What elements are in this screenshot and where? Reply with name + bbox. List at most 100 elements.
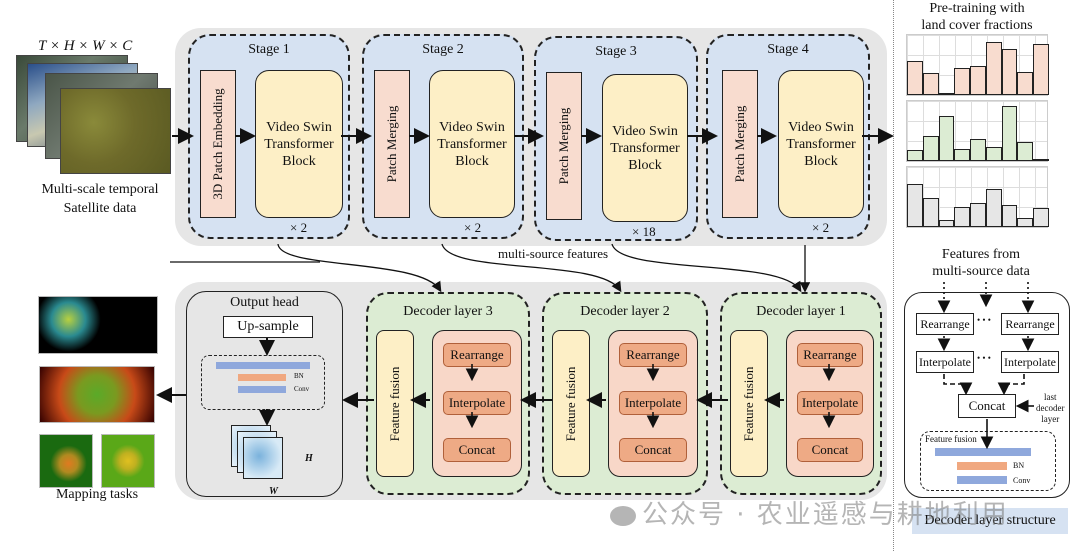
concat-op: Concat (619, 438, 687, 462)
fraction-bar (1001, 49, 1018, 95)
repeat-count: × 18 (632, 224, 656, 239)
fraction-bar (970, 65, 986, 95)
fraction-bar (938, 219, 955, 227)
satellite-frame (60, 88, 171, 174)
width-label: W (269, 486, 278, 497)
mapping-image (101, 434, 155, 488)
output-map (243, 437, 283, 479)
feature-fusion-block: Feature fusion BN Conv (920, 431, 1056, 491)
decoder-layer-1: Decoder layer 1 Feature fusion Rearrange… (720, 292, 882, 495)
section-divider (893, 0, 894, 551)
input-caption-line2: Satellite data (63, 201, 137, 216)
fraction-bar (938, 116, 955, 161)
mapping-image (39, 366, 155, 423)
fraction-bar (1033, 159, 1049, 161)
upsample-box: Up-sample (223, 316, 313, 338)
concat-op: Concat (797, 438, 863, 462)
decoder-structure-header-line2: multi-source data (932, 264, 1030, 279)
fraction-bar (1033, 43, 1049, 95)
fraction-bar (970, 203, 986, 227)
conv-label: Conv (1013, 476, 1031, 485)
decoder-layer-title: Decoder layer 2 (580, 304, 670, 319)
stage-title: Stage 1 (248, 42, 290, 57)
fraction-bar (1017, 217, 1034, 227)
watermark: 公众号 · 农业遥感与耕地利用 (610, 494, 1009, 531)
pretraining-title-line2: land cover fractions (921, 18, 1033, 33)
repeat-count: × 2 (290, 220, 308, 235)
decoder-structure-box (904, 292, 1070, 498)
fraction-bar (985, 146, 1002, 161)
interpolate-box-right: Interpolate (1001, 351, 1059, 373)
fraction-bar (907, 60, 923, 95)
feature-fusion-box: Feature fusion (552, 330, 590, 477)
fraction-bar (922, 197, 939, 227)
ops-group: Rearrange Interpolate Concat (432, 330, 522, 477)
patch-merging-box: Patch Merging (546, 72, 582, 220)
interpolate-op: Interpolate (797, 391, 863, 415)
stage-title: Stage 3 (595, 44, 637, 59)
multi-source-features-label: multi-source features (498, 246, 609, 261)
interpolate-to-concat (943, 374, 973, 396)
decoder-structure-header-line1: Features from (941, 247, 1021, 262)
fraction-chart (906, 34, 1049, 96)
mapping-caption: Mapping tasks (55, 487, 139, 502)
mapping-image (39, 434, 93, 488)
decoder-layer-3: Decoder layer 3 Feature fusion Rearrange… (366, 292, 530, 495)
ops-group: Rearrange Interpolate Concat (786, 330, 874, 477)
decoder-layer-2: Decoder layer 2 Feature fusion Rearrange… (542, 292, 708, 495)
rearrange-op: Rearrange (797, 343, 863, 367)
repeat-count: × 2 (812, 220, 830, 235)
fraction-bar (907, 150, 923, 161)
patch-merging-box: Patch Merging (374, 70, 410, 218)
bn-label: BN (1013, 461, 1025, 470)
interpolate-op: Interpolate (619, 391, 687, 415)
ops-group: Rearrange Interpolate Concat (608, 330, 698, 477)
feature-bar (216, 362, 310, 369)
stage-title: Stage 2 (422, 42, 464, 57)
fraction-bar (954, 68, 971, 95)
fraction-bar (1017, 72, 1034, 95)
input-shape-label: T × H × W × C (38, 38, 133, 54)
connector-stage3-to-decoder1 (611, 243, 802, 293)
conv-label: Conv (294, 385, 310, 393)
input-caption-line1: Multi-scale temporal (41, 182, 159, 197)
wechat-icon (610, 505, 636, 526)
repeat-count: × 2 (464, 220, 482, 235)
fraction-bar (1033, 207, 1049, 227)
interpolate-box-left: Interpolate (916, 351, 974, 373)
fraction-bar (985, 189, 1002, 227)
fraction-bar (970, 138, 986, 161)
fraction-bar (954, 206, 971, 227)
connector-stage1-to-decoder3 (277, 243, 442, 293)
ellipsis: • • • (977, 315, 991, 325)
connector-stage2-to-decoder2 (441, 243, 622, 293)
rearrange-box-left: Rearrange (916, 313, 974, 335)
bn-label: BN (294, 372, 304, 380)
fraction-chart (906, 100, 1049, 162)
fraction-bar (922, 136, 939, 161)
stage-title: Stage 4 (767, 42, 809, 57)
decoder-layer-title: Decoder layer 3 (403, 304, 493, 319)
bn-bar (238, 374, 286, 381)
fraction-bar (938, 93, 955, 95)
feature-bar (935, 448, 1031, 456)
decoder-structure-caption: Decoder layer structure (912, 508, 1068, 534)
rearrange-box-right: Rearrange (1001, 313, 1059, 335)
patch-embedding-box: 3D Patch Embedding (200, 70, 236, 218)
fraction-bar (985, 41, 1002, 95)
pretraining-title: Pre-training with land cover fractions (906, 0, 1048, 34)
fraction-bar (1001, 106, 1018, 161)
patch-merging-box: Patch Merging (722, 70, 758, 218)
fraction-bar (954, 148, 971, 161)
interpolate-op: Interpolate (443, 391, 511, 415)
conv-bar (957, 476, 1007, 484)
decoder-layer-title: Decoder layer 1 (756, 304, 846, 319)
output-head: Output head Up-sample BN Conv H W (186, 291, 343, 497)
